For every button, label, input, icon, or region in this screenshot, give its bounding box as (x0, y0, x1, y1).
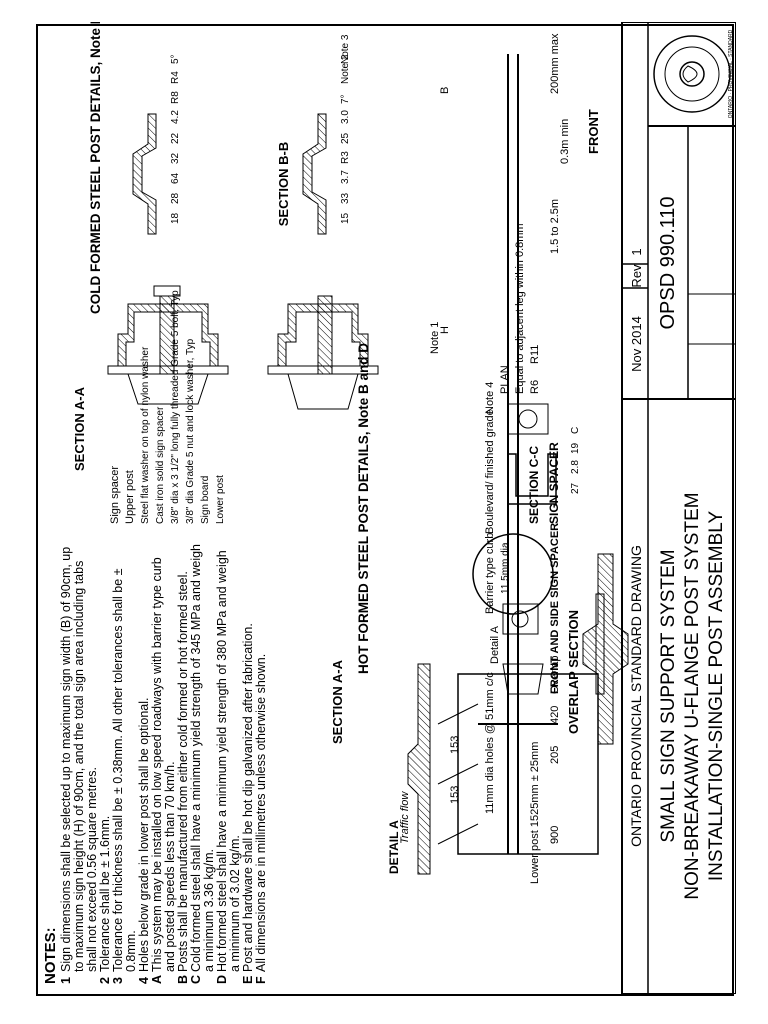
bb-title: SECTION B-B (276, 142, 291, 227)
sign-board-label: Sign board (200, 476, 211, 524)
hot-aa-sub: HOT FORMED STEEL POST DETAILS, Note B an… (356, 343, 371, 674)
r6-label: R6 (529, 380, 541, 394)
dim-33: 33 (340, 192, 351, 204)
h-dim: H (439, 326, 451, 334)
seal-text: ONTARIO · PROVINCIAL · STANDARD (728, 29, 734, 118)
overlap-label: Overlap (549, 655, 561, 694)
c-marker: C (570, 427, 581, 434)
steel-washer-label: Steel flat washer on top of nylon washer (140, 346, 151, 524)
r3-label: R3 (340, 151, 351, 164)
nut-label: 3/8" dia Grade 5 nut and lock washer, Ty… (185, 338, 196, 524)
hot-section-bb (302, 113, 327, 235)
dim-30: 3.0 (340, 110, 351, 124)
detail-a-title: DETAIL A (387, 820, 401, 874)
dim-18: 18 (170, 212, 181, 224)
drawing-canvas: ONTARIO PROVINCIAL STANDARD DRAWING SMAL… (72, 22, 736, 994)
dim-32: 32 (170, 152, 181, 164)
r8-label: R8 (170, 91, 181, 104)
detail-a-ref: Detail A (489, 625, 501, 664)
note1-label: Note 1 (429, 322, 441, 354)
detail-a (407, 663, 479, 875)
boulevard-label: Boulevard/ finished grade (484, 409, 496, 534)
bolt-label: 3/8" dia x 3 1/2" long fully threaded Gr… (170, 290, 181, 524)
plan-label: PLAN (499, 365, 511, 394)
rev-label: Rev (629, 264, 644, 288)
dim-15: 15 (340, 212, 351, 224)
cold-section-bb (132, 113, 157, 235)
dim-25: 25 (340, 132, 351, 144)
date-label: Nov 2014 (629, 316, 644, 372)
deg7-label: 7° (340, 94, 351, 104)
rev-value: 1 (629, 248, 644, 255)
seal-logo (653, 35, 731, 113)
title-line-2: NON-BREAKAWAY U-FLANGE POST SYSTEM (682, 492, 703, 899)
dim-37: 3.7 (340, 170, 351, 184)
hole-dia-label: 11.5mm dia (500, 542, 511, 594)
r4-label: R4 (170, 71, 181, 84)
overlap-section (582, 553, 629, 745)
equal-leg-label: Equal to adjacent leg within 0.8mm (514, 223, 526, 394)
title-line-3: INSTALLATION-SINGLE POST ASSEMBLY (706, 511, 727, 882)
cast-iron-label: Cast iron solid sign spacer (155, 406, 166, 524)
dim-42: 4.2 (170, 110, 181, 124)
note2-label: Note 2 (340, 54, 351, 84)
cc-title: SECTION C-C (527, 446, 541, 524)
d205-dim: 205 (549, 746, 561, 764)
title-line-1: SMALL SIGN SUPPORT SYSTEM (658, 549, 679, 842)
note3-label: Note 3 (340, 34, 351, 64)
sign-spacer-title: SIGN SPACER (547, 442, 561, 524)
upper-post-label: Upper post (124, 470, 136, 524)
dim-19: 19 (570, 442, 581, 454)
dim-64: 64 (170, 172, 181, 184)
cold-aa-sub: COLD FORMED STEEL POST DETAILS, Note B a… (88, 22, 103, 314)
front-title: FRONT (586, 109, 601, 154)
note4-label: Note 4 (484, 382, 496, 414)
dim-27: 27 (570, 482, 581, 494)
overlap-title: OVERLAP SECTION (566, 610, 581, 734)
r11-label: R11 (529, 345, 541, 364)
drawing-number: OPSD 990.110 (657, 196, 679, 329)
title-block (621, 22, 736, 994)
sign-spacer-label: Sign spacer (109, 466, 121, 524)
traffic-flow-label: Traffic flow (399, 791, 411, 844)
hot-aa-title: SECTION A-A (330, 659, 345, 744)
dim-153a: 153 (449, 786, 461, 804)
deg5-label: 5° (170, 54, 181, 64)
cold-section-aa (107, 285, 229, 405)
d900-dim: 900 (549, 826, 561, 844)
lower-len-dim: Lower post 1525mm ± 25mm (529, 742, 541, 884)
dim-153b: 153 (449, 736, 461, 754)
b-dim: B (439, 87, 451, 94)
max200-dim: 200mm max (549, 33, 561, 94)
min03-dim: 0.3m min (559, 119, 571, 164)
dim-22: 22 (170, 132, 181, 144)
dim-28b: 2.8 (570, 460, 581, 474)
organization-label: ONTARIO PROVINCIAL STANDARD DRAWING (628, 545, 644, 847)
range-dim: 1.5 to 2.5m (549, 199, 561, 254)
lower-post-label: Lower post (215, 475, 226, 524)
cold-aa-title: SECTION A-A (72, 386, 87, 471)
d420-dim: 420 (549, 706, 561, 724)
hot-section-aa (267, 295, 379, 410)
front-view (457, 54, 599, 855)
dim-28: 28 (170, 192, 181, 204)
holes-label: 11mm dia holes @ 51mm c/c (484, 672, 496, 814)
barrier-curb-label: Barrier type curb (484, 533, 496, 614)
